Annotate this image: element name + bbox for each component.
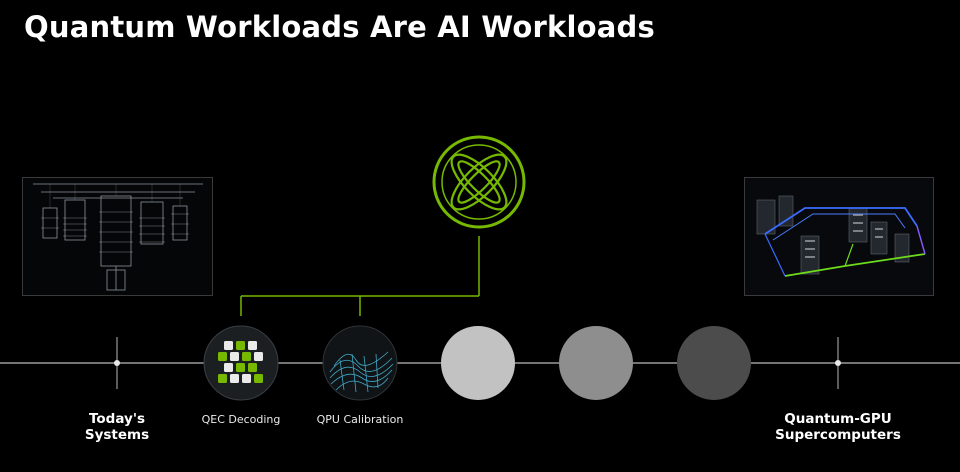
end-label-line2: Supercomputers [775,427,901,443]
qec-grid-icon [218,341,263,383]
start-label: Today's Systems [67,411,167,443]
start-label-line2: Systems [84,427,150,443]
node-label-qec-decoding: QEC Decoding [201,413,281,426]
end-label-line1: Quantum-GPU [784,411,892,427]
timeline-start-tick [114,337,120,389]
node-label-qpu-calibration: QPU Calibration [316,413,404,426]
slide-title: Quantum Workloads Are AI Workloads [24,10,655,44]
start-label-line1: Today's [88,411,146,427]
end-label: Quantum-GPU Supercomputers [768,411,908,443]
quantum-computer-chandelier-image [22,177,213,296]
timeline-node-4 [559,326,633,400]
timeline-node-5 [677,326,751,400]
timeline-node-qec-decoding [203,325,279,401]
gpu-supercomputer-render-image [744,177,934,296]
connector-lines [240,236,480,316]
timeline-node-qpu-calibration [322,325,398,401]
quantum-orbit-icon [432,135,526,229]
wave-mesh-icon [329,351,394,393]
timeline-end-tick [835,337,841,389]
timeline-node-3 [441,326,515,400]
